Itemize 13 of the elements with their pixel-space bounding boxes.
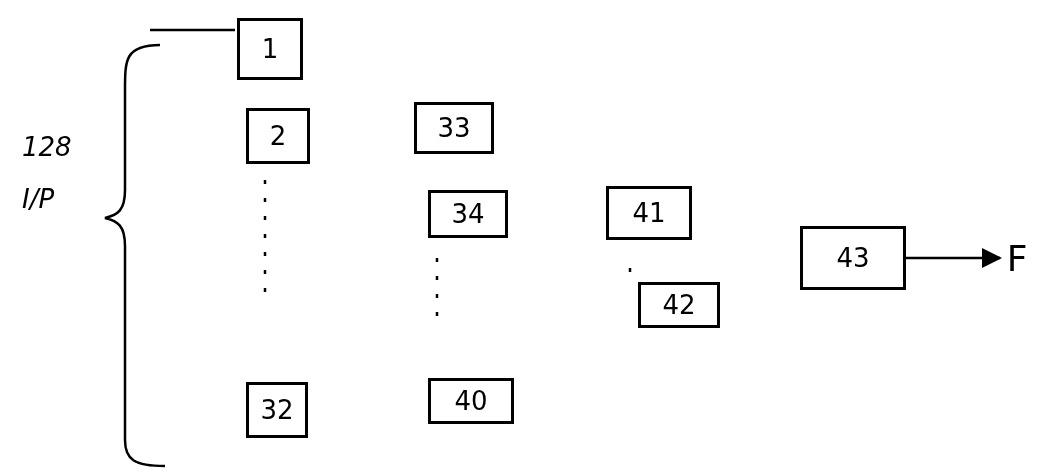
block-box: 34 xyxy=(428,190,508,238)
input-count-label: 128 xyxy=(22,132,72,162)
block-box: 40 xyxy=(428,378,514,424)
block-box: 43 xyxy=(800,226,906,290)
block-box: 2 xyxy=(246,108,310,164)
block-box: 33 xyxy=(414,102,494,154)
arrow xyxy=(906,248,1002,268)
block-box: 32 xyxy=(246,382,308,438)
input-count-label: I/P xyxy=(22,184,55,214)
block-box: 42 xyxy=(638,282,720,328)
block-box: 41 xyxy=(606,186,692,240)
output-label: F xyxy=(1000,236,1034,280)
block-box: 1 xyxy=(237,18,303,80)
